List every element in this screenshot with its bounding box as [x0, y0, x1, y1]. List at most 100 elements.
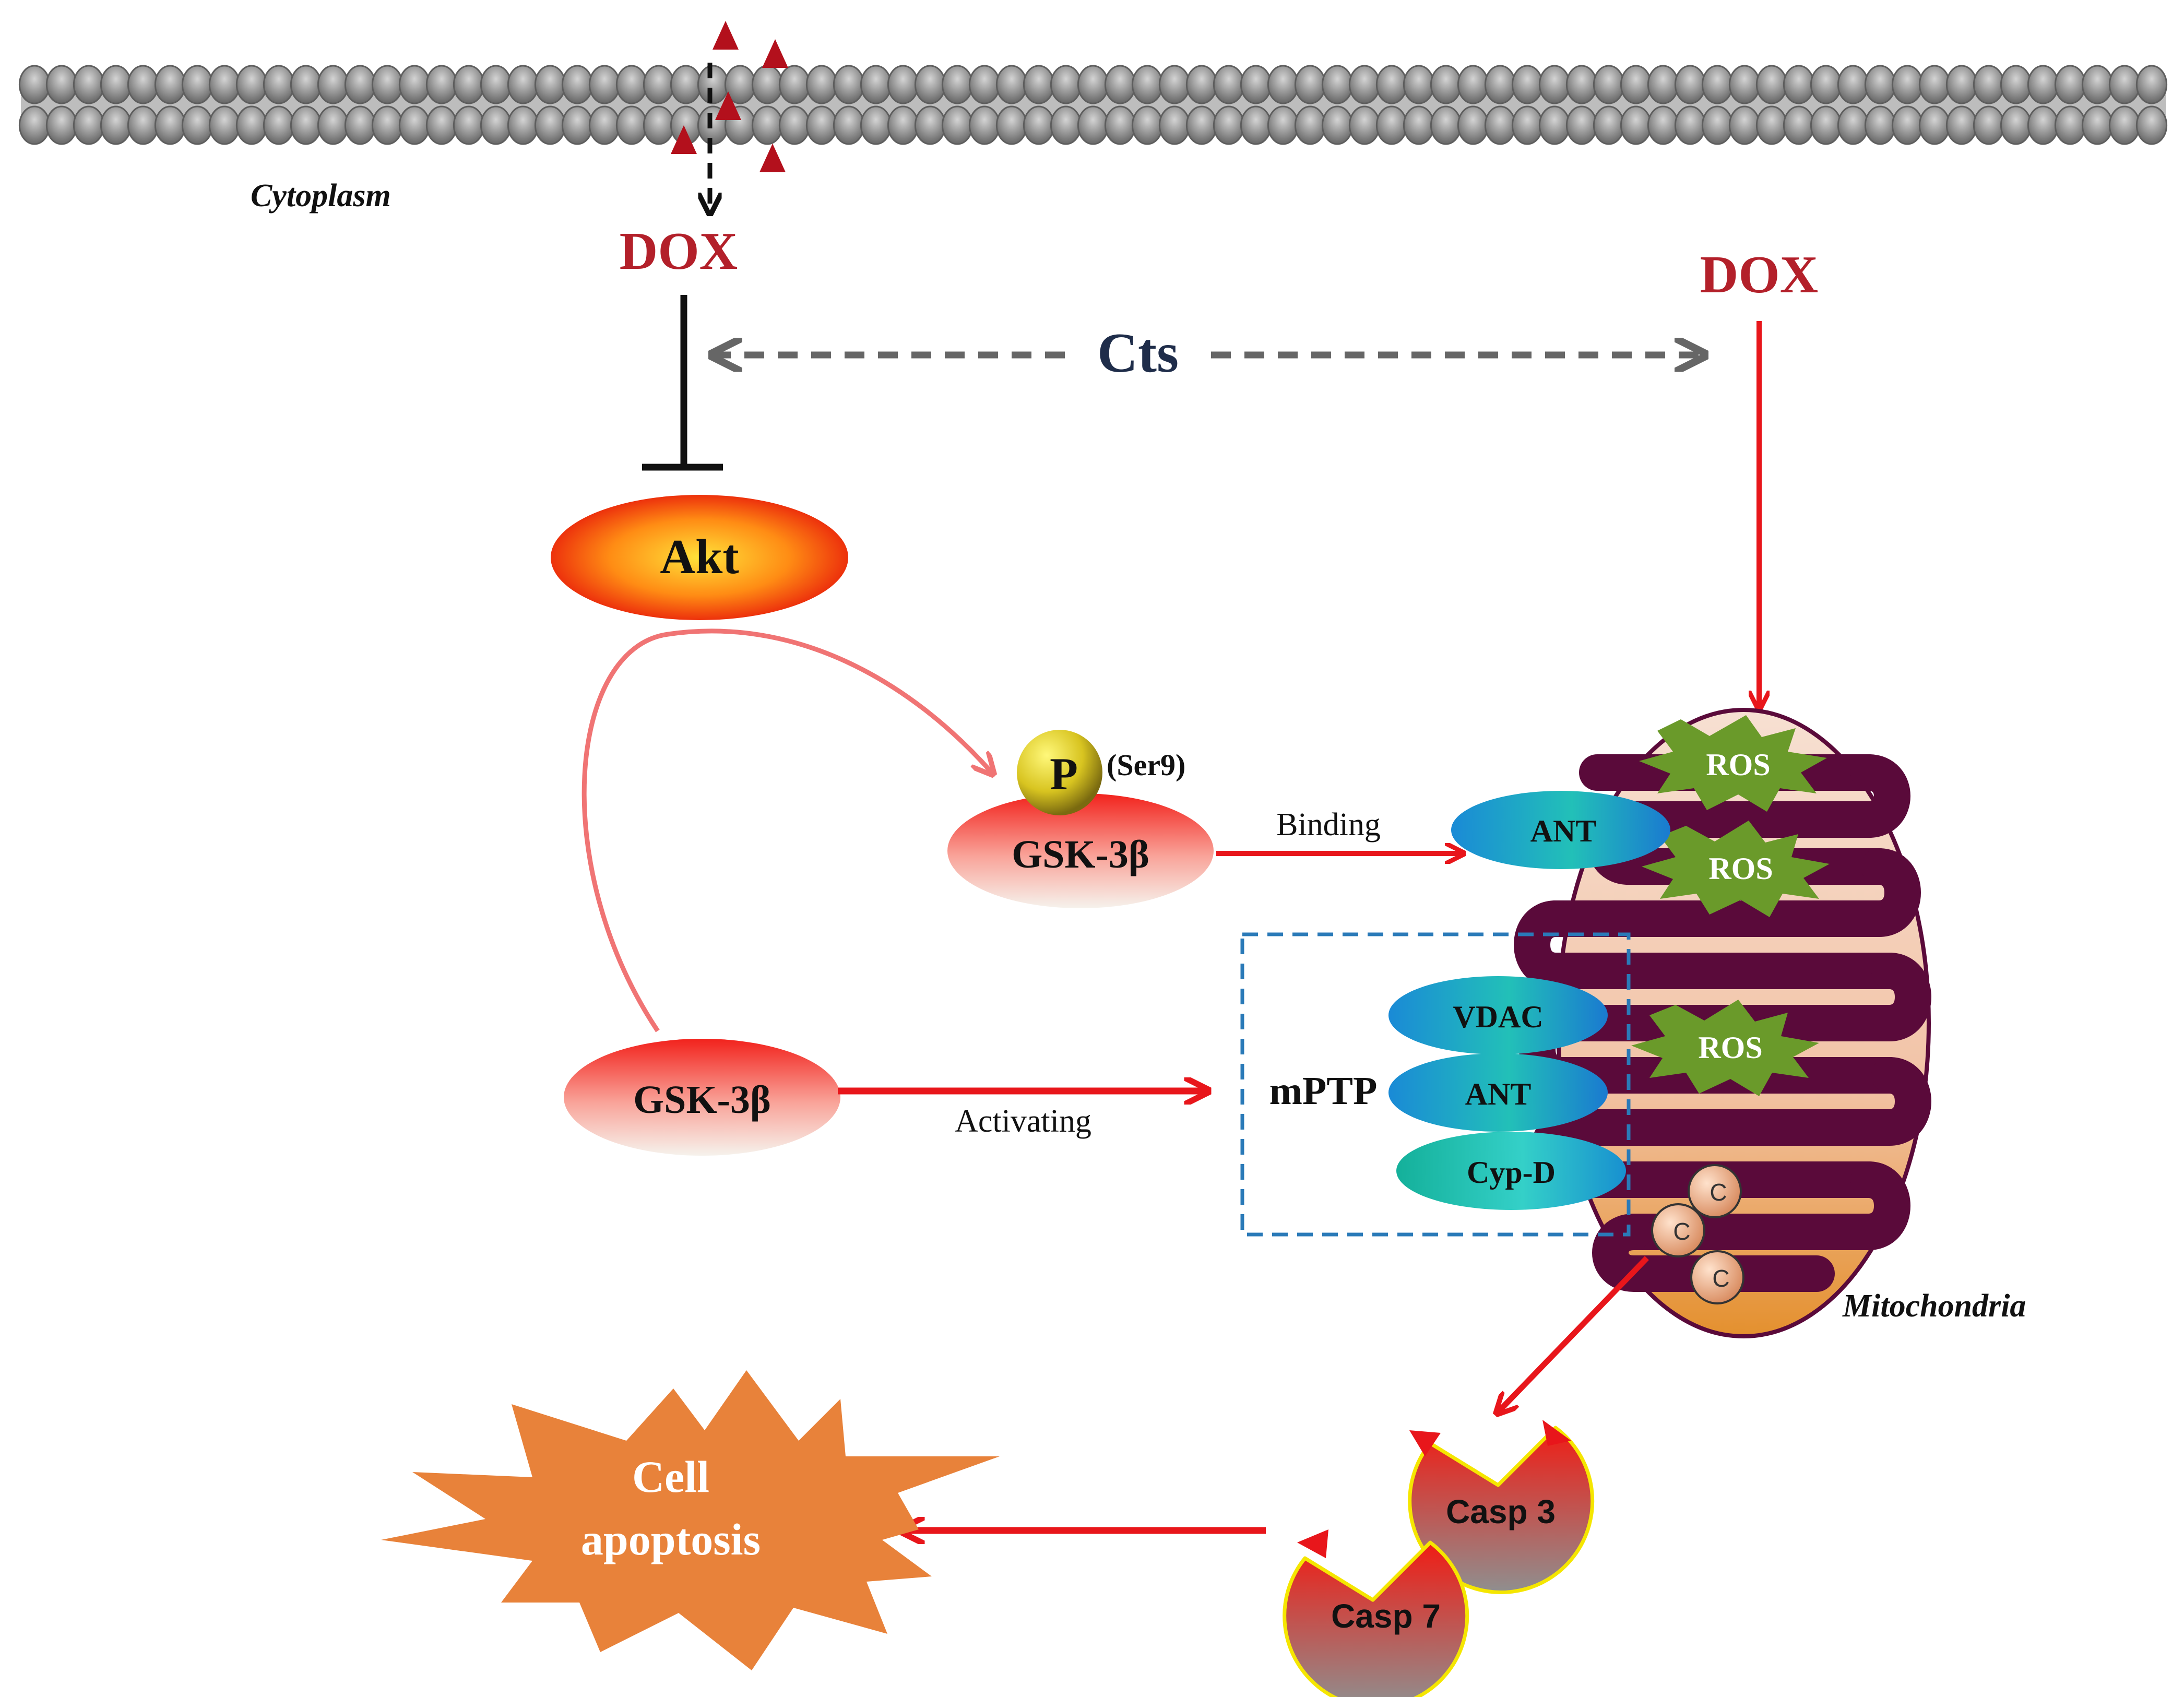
membrane-lipid-head — [643, 105, 675, 145]
cyt-c-label-1: C — [1710, 1179, 1727, 1206]
gsk-lower-label: GSK-3β — [633, 1078, 771, 1122]
membrane-lipid-head — [561, 105, 594, 145]
akt-ellipse — [551, 495, 848, 620]
membrane-lipid-head — [480, 65, 512, 104]
membrane-lipid-head — [1647, 105, 1679, 145]
membrane-lipid-head — [398, 105, 431, 145]
membrane-lipid-head — [2054, 105, 2086, 145]
membrane-lipid-head — [127, 105, 159, 145]
membrane-lipid-head — [1864, 105, 1896, 145]
membrane-lipid-head — [45, 105, 78, 145]
membrane-lipid-head — [1321, 65, 1354, 104]
membrane-lipid-head — [805, 105, 838, 145]
vdac-label: VDAC — [1453, 1000, 1543, 1034]
membrane-lipid-head — [344, 105, 376, 145]
akt-label: Akt — [660, 530, 739, 584]
membrane-lipid-head — [860, 65, 892, 104]
membrane-lipid-head — [805, 65, 838, 104]
membrane-lipid-head — [290, 65, 322, 104]
membrane-lipid-head — [2135, 65, 2168, 104]
membrane-lipid-head — [425, 105, 458, 145]
dox-right-label: DOX — [1700, 245, 1819, 304]
ant-upper-label: ANT — [1530, 814, 1597, 848]
membrane-lipid-head — [914, 65, 946, 104]
membrane-lipid-head — [127, 65, 159, 104]
membrane-lipid-head — [1810, 105, 1842, 145]
apoptosis-line2: apoptosis — [581, 1514, 761, 1564]
membrane-lipid-head — [588, 65, 621, 104]
membrane-lipid-head — [1565, 65, 1598, 104]
membrane-lipid-head — [208, 105, 241, 145]
membrane-lipid-head — [453, 105, 485, 145]
membrane-lipid-head — [45, 65, 78, 104]
membrane-lipid-head — [453, 65, 485, 104]
membrane-lipid-head — [778, 65, 811, 104]
membrane-lipid-head — [371, 105, 403, 145]
membrane-lipid-head — [1674, 65, 1706, 104]
membrane-lipid-head — [1864, 65, 1896, 104]
membrane-lipid-head — [154, 105, 186, 145]
membrane-lipid-head — [1701, 65, 1734, 104]
cytoplasm-label: Cytoplasm — [251, 178, 391, 213]
membrane-lipid-head — [1837, 65, 1869, 104]
apoptosis-line1: Cell — [632, 1452, 709, 1502]
membrane-lipid-head — [1701, 105, 1734, 145]
membrane-lipid-head — [941, 65, 974, 104]
membrane-lipid-head — [263, 105, 295, 145]
membrane-lipid-head — [1104, 65, 1136, 104]
membrane-lipid-head — [860, 105, 892, 145]
membrane-lipid-head — [2108, 105, 2141, 145]
membrane-lipid-head — [344, 65, 376, 104]
vdac-ellipse — [1388, 976, 1608, 1054]
cyt-c-label-3: C — [1712, 1265, 1729, 1292]
ros-star-3: ROS — [1631, 1000, 1819, 1096]
membrane-lipid-head — [968, 65, 1001, 104]
membrane-lipid-head — [2027, 105, 2059, 145]
membrane-lipid-head — [2027, 65, 2059, 104]
membrane-lipid-head — [615, 105, 648, 145]
cts-label: Cts — [1097, 322, 1179, 384]
casp3-label: Casp 3 — [1446, 1493, 1556, 1530]
gsk-upper-ellipse — [947, 793, 1214, 908]
membrane-lipid-head — [1457, 105, 1489, 145]
membrane-lipid-head — [1810, 65, 1842, 104]
membrane-lipid-head — [507, 65, 539, 104]
membrane-lipid-head — [1185, 105, 1218, 145]
membrane-lipid-head — [1728, 105, 1761, 145]
membrane-lipid-head — [534, 105, 566, 145]
membrane-lipid-head — [778, 105, 811, 145]
mitochondria-label: Mitochondria — [1842, 1288, 2026, 1324]
dox-left-label: DOX — [620, 222, 738, 281]
membrane-lipid-head — [887, 105, 919, 145]
membrane-lipid-head — [1511, 105, 1544, 145]
membrane-lipid-head — [1050, 65, 1082, 104]
cell-membrane — [18, 65, 2168, 145]
membrane-lipid-head — [1348, 65, 1381, 104]
membrane-lipid-head — [1104, 105, 1136, 145]
ros-label-2: ROS — [1708, 851, 1773, 886]
membrane-lipid-head — [1240, 65, 1272, 104]
casp7-label: Casp 7 — [1331, 1597, 1441, 1635]
membrane-lipid-head — [751, 65, 784, 104]
membrane-lipid-head — [1755, 65, 1788, 104]
membrane-lipid-head — [1728, 65, 1761, 104]
mptp-label: mPTP — [1269, 1069, 1378, 1113]
membrane-lipid-head — [670, 65, 702, 104]
membrane-lipid-head — [208, 65, 241, 104]
membrane-lipid-head — [1267, 65, 1299, 104]
membrane-lipid-head — [2135, 105, 2168, 145]
membrane-lipid-head — [1538, 105, 1571, 145]
membrane-lipid-head — [1511, 65, 1544, 104]
akt-phosphorylation-arrow — [581, 628, 992, 1033]
membrane-lipid-head — [1620, 65, 1652, 104]
membrane-lipid-head — [561, 65, 594, 104]
membrane-lipid-head — [73, 65, 105, 104]
membrane-lipid-head — [507, 105, 539, 145]
ros-star-2: ROS — [1642, 821, 1830, 917]
membrane-lipid-head — [1050, 105, 1082, 145]
membrane-lipid-head — [1077, 65, 1109, 104]
membrane-lipid-head — [480, 105, 512, 145]
casp7-shape: Casp 7 — [1283, 1529, 1469, 1697]
membrane-lipid-head — [1918, 105, 1951, 145]
membrane-lipid-head — [887, 65, 919, 104]
